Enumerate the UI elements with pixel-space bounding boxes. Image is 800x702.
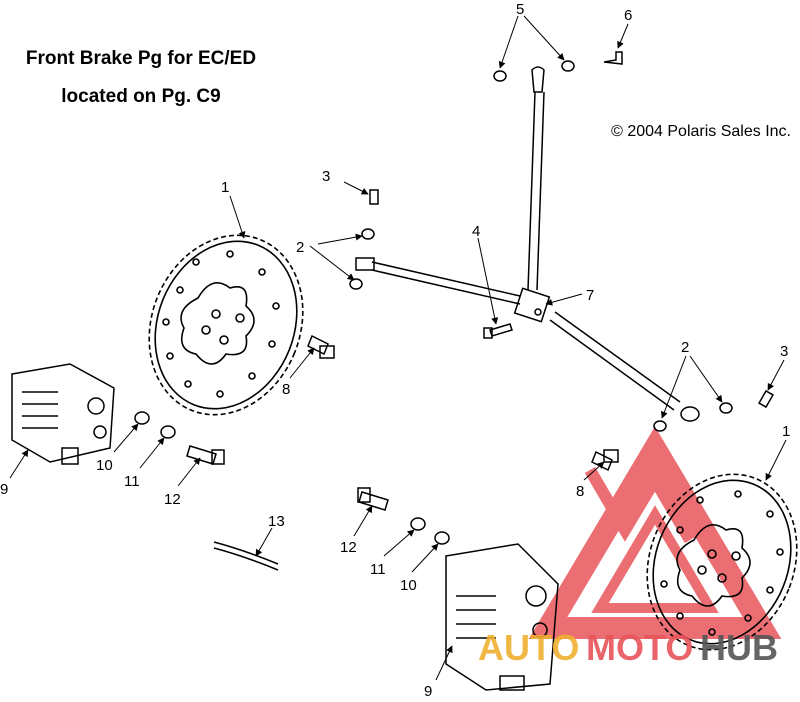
brake-caliper-lower (445, 543, 559, 691)
watermark-logo (528, 426, 782, 639)
brake-disc-lower (646, 473, 798, 651)
callout-8-lower: 8 (576, 483, 584, 500)
callout-7: 7 (586, 287, 594, 304)
callout-3-right: 3 (780, 343, 788, 360)
callout-9-upper: 9 (0, 481, 8, 498)
callout-8-upper: 8 (282, 381, 290, 398)
callout-4: 4 (472, 223, 480, 240)
note-line-1: Front Brake Pg for EC/ED (25, 48, 257, 69)
callout-6: 6 (624, 7, 632, 24)
watermark-word-moto: MOTO (586, 627, 693, 668)
callout-3-left: 3 (322, 168, 330, 185)
brake-disc-upper (148, 234, 304, 416)
fasteners (134, 51, 774, 571)
watermark-word-auto: AUTO (478, 627, 579, 668)
callout-1-lower: 1 (782, 423, 790, 440)
callout-11-lower: 11 (370, 561, 386, 578)
callout-2-right: 2 (681, 339, 689, 356)
brake-lines (355, 66, 700, 422)
callout-12-lower: 12 (340, 539, 357, 556)
callout-10-lower: 10 (400, 577, 417, 594)
callout-11-upper: 11 (124, 473, 140, 490)
callout-12-upper: 12 (164, 491, 181, 508)
callout-2-left: 2 (296, 239, 304, 256)
callout-5: 5 (516, 1, 524, 18)
callout-13: 13 (268, 513, 285, 530)
callout-1-upper: 1 (221, 179, 229, 196)
watermark-wordmark: AUTO MOTO HUB (478, 627, 778, 668)
copyright-notice: © 2004 Polaris Sales Inc. (611, 123, 791, 140)
callout-10-upper: 10 (96, 457, 113, 474)
callout-9-lower: 9 (424, 683, 432, 700)
note-line-2: located on Pg. C9 (61, 86, 221, 107)
watermark-word-hub: HUB (700, 627, 778, 668)
leader-lines (9, 15, 787, 681)
brake-caliper-upper (11, 363, 115, 465)
